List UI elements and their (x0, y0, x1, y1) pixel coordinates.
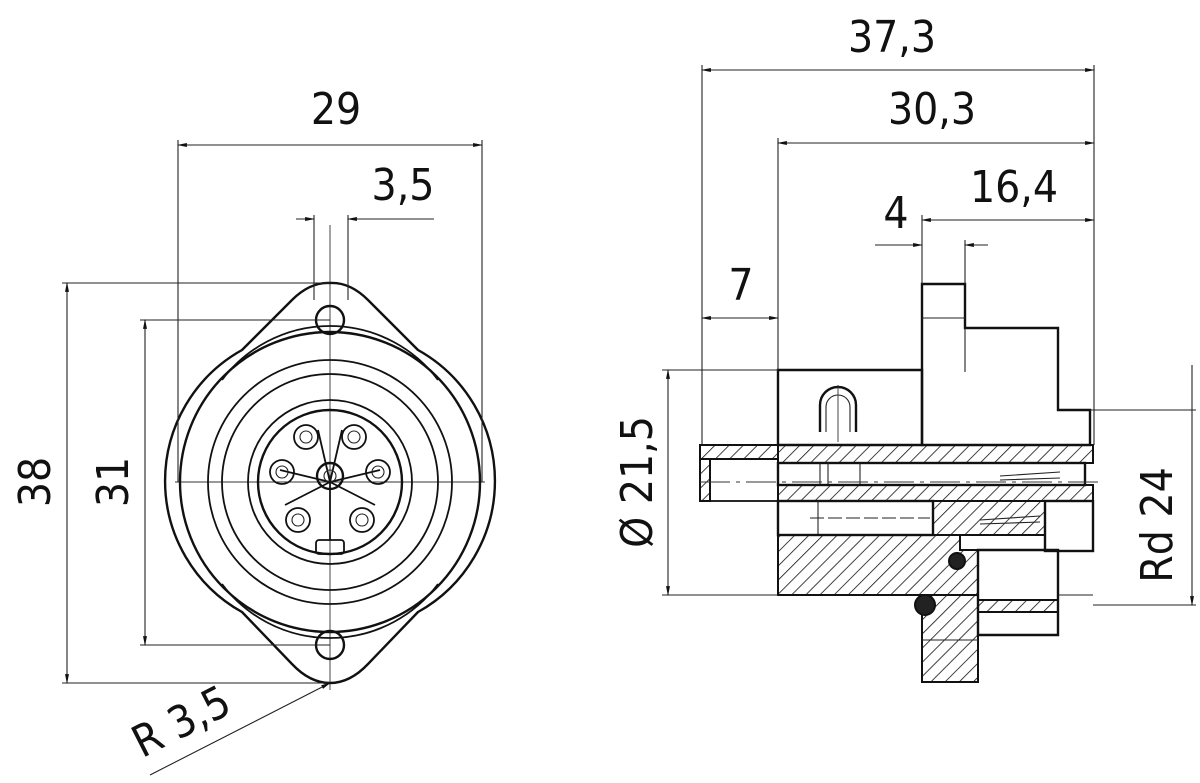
dim-hole-offset-label: 3,5 (372, 160, 435, 211)
dimension-diameter: Ø 21,5 (612, 369, 778, 596)
dimension-height: 38 (10, 282, 330, 684)
dimension-total-length: 37,3 (701, 12, 1095, 445)
dim-flange-thickness-label: 4 (883, 188, 908, 239)
dimension-radius: R 3,5 (124, 676, 331, 776)
dimension-flange-thickness: 4 (875, 188, 988, 284)
o-ring-lower (914, 594, 936, 616)
dim-total-length-label: 37,3 (848, 12, 936, 63)
dim-rear-length-label: 16,4 (970, 162, 1058, 213)
outer-ring (178, 330, 482, 634)
dimension-hole-offset: 3,5 (296, 160, 434, 300)
dimension-thread: Rd 24 (1090, 365, 1196, 606)
dimension-hole-spacing: 31 (88, 319, 330, 646)
dim-hole-spacing-label: 31 (88, 457, 139, 507)
o-ring-upper (948, 552, 966, 570)
dimension-body-length: 30,3 (777, 84, 1095, 370)
contact-pins (269, 424, 391, 533)
flange-outline (163, 281, 497, 685)
flange-tab (920, 282, 1092, 447)
dim-body-length-label: 30,3 (888, 84, 976, 135)
side-view: 37,3 30,3 16,4 4 7 (612, 12, 1196, 683)
dim-radius-label: R 3,5 (124, 676, 239, 768)
dimension-front-length: 7 (701, 260, 779, 320)
dim-height-label: 38 (10, 457, 61, 507)
dim-front-length-label: 7 (728, 260, 753, 311)
dimension-width: 29 (177, 84, 483, 482)
dim-diameter-label: Ø 21,5 (612, 416, 663, 548)
front-view: 29 3,5 38 31 R 3,5 (10, 84, 497, 776)
dimension-rear-length: 16,4 (921, 162, 1095, 284)
dim-width-label: 29 (311, 84, 361, 135)
dim-thread-label: Rd 24 (1132, 467, 1183, 583)
